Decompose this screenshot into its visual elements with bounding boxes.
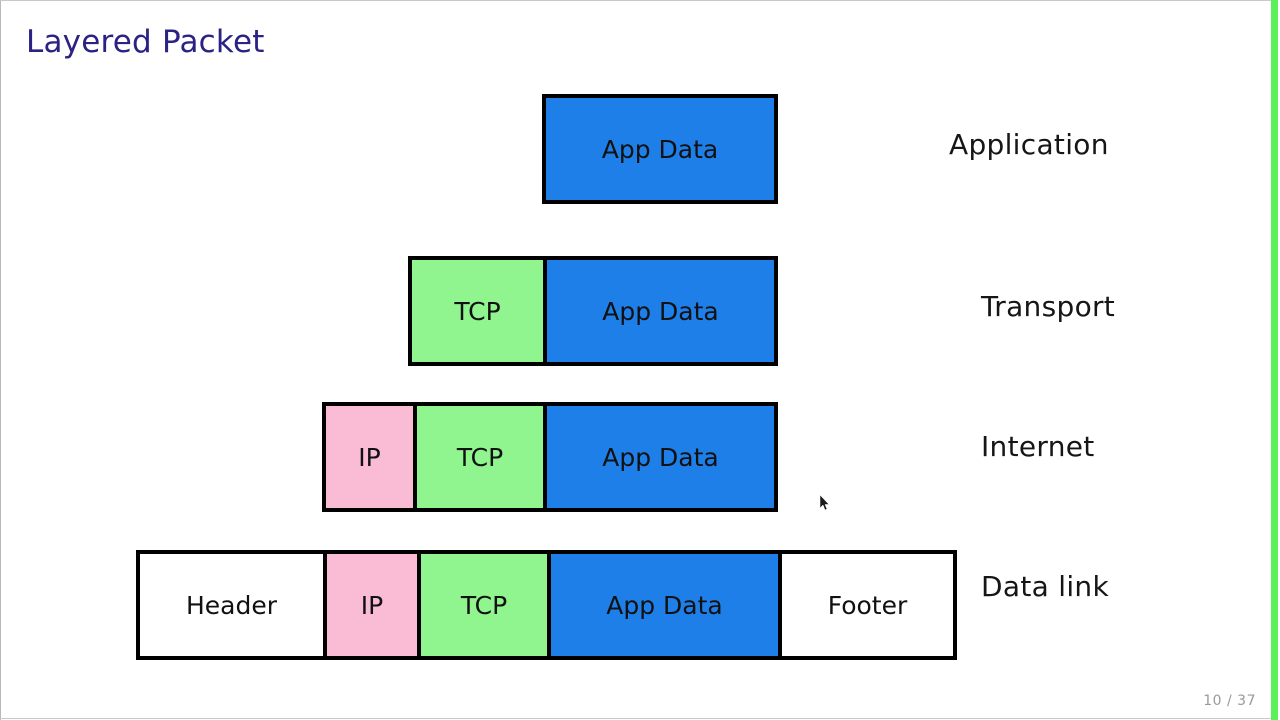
slide-accent-bar — [1271, 0, 1278, 720]
packet-segment-app-data: App Data — [547, 550, 782, 660]
slide-frame-top-border — [0, 0, 1274, 1]
layer-label-internet: Internet — [981, 430, 1095, 463]
packet-segment-app-data: App Data — [542, 94, 778, 204]
packet-segment-header: Header — [136, 550, 327, 660]
packet-segment-app-data: App Data — [543, 256, 778, 366]
packet-segment-tcp: TCP — [408, 256, 547, 366]
layer-label-transport: Transport — [981, 290, 1116, 323]
slide-frame-left-border — [0, 0, 1, 720]
page-number: 10 / 37 — [1203, 693, 1256, 709]
packet-segment-tcp: TCP — [417, 550, 551, 660]
packet-segment-footer: Footer — [778, 550, 957, 660]
packet-segment-app-data: App Data — [543, 402, 778, 512]
page-title: Layered Packet — [26, 24, 265, 60]
layer-label-data-link: Data link — [981, 570, 1109, 603]
slide-frame-right-border — [1278, 0, 1280, 720]
mouse-cursor-icon — [820, 495, 830, 511]
layer-label-application: Application — [949, 128, 1109, 161]
packet-segment-ip: IP — [323, 550, 421, 660]
packet-row-application: App Data — [542, 94, 778, 204]
packet-segment-ip: IP — [322, 402, 417, 512]
packet-segment-tcp: TCP — [413, 402, 547, 512]
slide-frame-bottom-border — [0, 718, 1274, 719]
